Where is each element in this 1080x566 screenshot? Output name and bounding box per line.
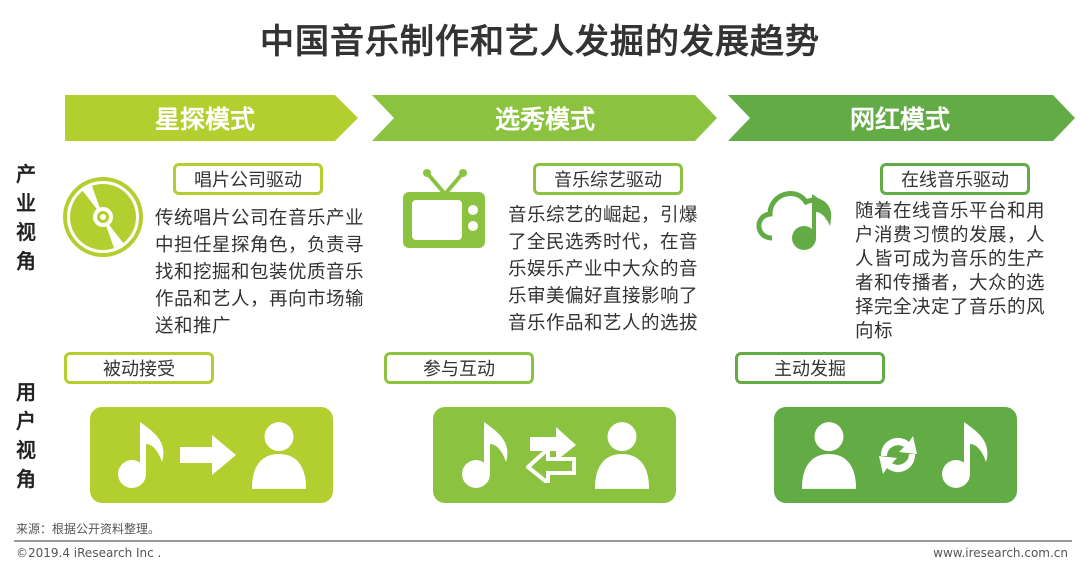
user-label-passive: 被动接受 [64,352,214,384]
cycle-arrows-icon [879,436,918,474]
person-icon [250,420,308,490]
exchange-arrows-icon [525,427,576,483]
arrow-shape-1 [65,95,358,141]
page-title: 中国音乐制作和艺人发掘的发展趋势 [260,22,820,62]
industry-perspective-label: 产业视角 [16,162,36,273]
mode-star-scout: 星探模式 [154,105,255,134]
user-label-active: 主动发掘 [735,352,885,384]
copyright: ©2019.4 iResearch Inc . [16,546,162,560]
music-note-icon [459,420,511,490]
tv-icon [403,169,485,248]
person-icon [800,420,858,490]
driver-label-record-company: 唱片公司驱动 [173,163,323,195]
user-label-interactive: 参与互动 [384,352,534,384]
mode-talent-show: 选秀模式 [494,105,595,134]
footer-divider [14,540,1072,542]
driver-label-variety-show: 音乐综艺驱动 [533,163,683,195]
user-perspective-label: 用户视角 [16,380,36,491]
website: www.iresearch.com.cn [933,546,1068,560]
desc-talent-show: 音乐综艺的崛起，引爆了全民选秀时代，在音乐娱乐产业中大众的音乐审美偏好直接影响了… [508,205,699,334]
driver-label-online-music: 在线音乐驱动 [880,163,1030,195]
source-note: 来源：根据公开资料整理。 [16,522,161,536]
arrow-shape-3 [728,95,1075,141]
music-note-icon [115,420,167,490]
cd-disc-icon [63,177,143,257]
music-note-icon [939,420,991,490]
person-icon [593,420,651,490]
desc-influencer: 随着在线音乐平台和用户消费习惯的发展，人人皆可成为音乐的生产者和传播者，大众的选… [855,201,1046,342]
mode-influencer: 网红模式 [849,105,950,134]
cloud-music-icon [756,191,832,250]
user-flow-interactive [433,407,676,503]
arrow-right-icon [180,435,237,475]
desc-star-scout: 传统唱片公司在音乐产业中担任星探角色，负责寻找和挖掘和包装优质音乐作品和艺人，再… [155,208,365,337]
user-flow-active [774,407,1017,503]
arrow-shape-2 [372,95,717,141]
user-flow-passive [90,407,333,503]
mode-arrows [65,95,1075,141]
